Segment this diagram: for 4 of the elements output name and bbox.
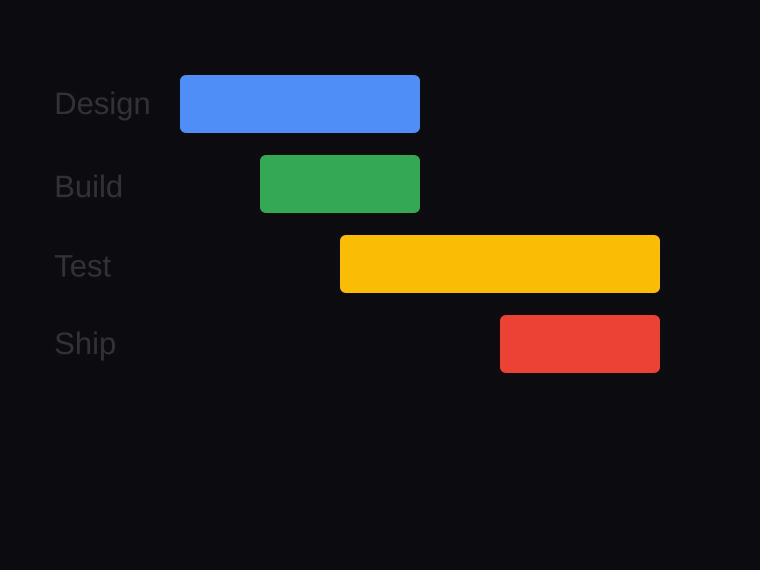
bar <box>180 75 420 133</box>
bar <box>500 315 660 373</box>
bar <box>340 235 660 293</box>
bar <box>260 155 420 213</box>
